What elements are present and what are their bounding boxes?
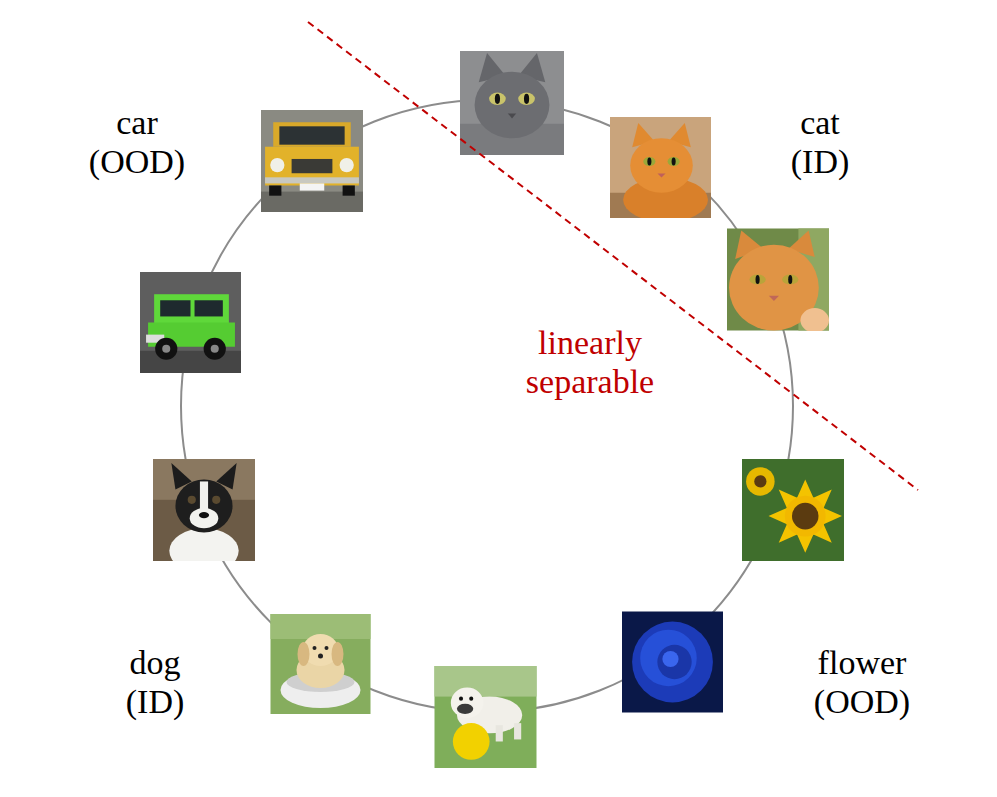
dog-photo (435, 666, 537, 768)
separability-note: linearly separable (526, 323, 654, 401)
dog-photo (153, 459, 255, 573)
cat-photo (460, 51, 564, 155)
class-label: car (OOD) (89, 103, 185, 181)
class-label: cat (ID) (791, 103, 850, 181)
class-label: dog (ID) (126, 643, 185, 721)
car-photo (261, 110, 363, 212)
ring (181, 100, 793, 712)
flower-photo (622, 612, 723, 713)
car-photo (140, 272, 241, 373)
cat-photo (727, 229, 829, 333)
cat-photo (610, 117, 711, 222)
flower-photo (742, 459, 844, 561)
class-label: flower (OOD) (814, 643, 910, 721)
separating-line (308, 22, 918, 490)
dog-photo (271, 614, 371, 714)
